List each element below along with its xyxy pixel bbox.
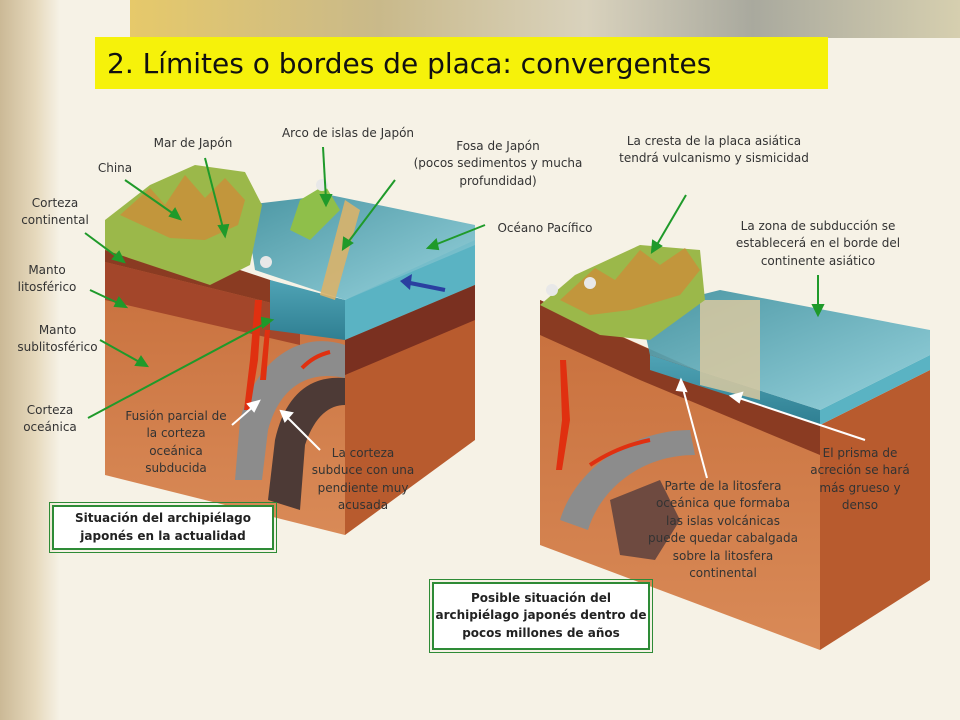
background-left-band xyxy=(0,0,60,720)
caption-actual: Situación del archipiélago japonés en la… xyxy=(49,502,277,553)
pointer-arco-islas xyxy=(322,146,327,201)
pointer-head-parte xyxy=(675,377,688,393)
pointer-head-fusion xyxy=(246,399,261,413)
label-manto-litosferico: Manto litosférico xyxy=(17,263,77,295)
background-top-band xyxy=(130,0,960,38)
label-prisma: El prisma de acreción se hará más grueso… xyxy=(810,446,910,513)
pointer-head-co xyxy=(260,316,275,329)
right-subducting-slab xyxy=(560,430,695,530)
label-china: China xyxy=(97,161,133,175)
pointer-head-mar xyxy=(217,223,230,239)
label-fosa-desc: (pocos sedimentos y mucha profundidad) xyxy=(413,156,583,188)
pointer-oceano xyxy=(431,224,486,247)
right-accretion-prism xyxy=(700,300,760,400)
label-corteza-subduce: La corteza subduce con una pendiente muy… xyxy=(311,446,415,513)
left-lithospheric-mantle xyxy=(105,262,300,345)
pointer-fosa-japon xyxy=(345,179,396,246)
pointer-head-arco xyxy=(319,194,333,208)
white-pointer-arrows xyxy=(231,377,866,479)
pointer-head-subduce xyxy=(279,409,294,423)
label-zona-subduccion: La zona de subducción se establecerá en … xyxy=(735,219,901,268)
right-mantle-front xyxy=(540,300,820,650)
pointer-arrows xyxy=(84,146,825,419)
caption-actual-text: Situación del archipiélago japonés en la… xyxy=(74,511,251,543)
right-subduction-arrow xyxy=(588,438,651,467)
caption-futuro-text: Posible situación del archipiélago japon… xyxy=(435,590,647,640)
pointer-corteza-oceanica xyxy=(87,321,269,419)
label-fusion-parcial: Fusión parcial de la corteza oceánica su… xyxy=(125,409,227,476)
pointer-head-prisma xyxy=(728,391,744,404)
left-volcano-plume-2 xyxy=(260,256,272,268)
pointer-prisma xyxy=(735,396,866,441)
left-plate-motion-arrowhead xyxy=(400,274,412,290)
right-slab-fragments xyxy=(610,480,680,560)
label-mar-japon: Mar de Japón xyxy=(153,136,233,150)
label-cresta: La cresta de la placa asiática tendrá vu… xyxy=(619,134,809,166)
pointer-corteza-subduce xyxy=(284,414,321,451)
left-slab-inner xyxy=(268,377,345,510)
pointer-corteza-continental xyxy=(84,232,121,260)
pointer-head-fosa xyxy=(341,236,354,251)
label-oceano-pacifico: Océano Pacífico xyxy=(497,221,593,235)
slide-title: 2. Límites o bordes de placa: convergent… xyxy=(95,37,828,89)
right-volcano-plume-1 xyxy=(584,277,596,289)
label-arco-islas: Arco de islas de Japón xyxy=(281,126,415,140)
left-oceanic-lithosphere xyxy=(345,285,475,375)
left-block-diagram xyxy=(105,165,475,535)
left-trench xyxy=(320,200,360,300)
pointer-head-ml xyxy=(113,296,129,309)
pointer-china xyxy=(124,179,179,218)
right-magma xyxy=(556,360,570,470)
label-corteza-continental: Corteza continental xyxy=(21,196,89,228)
left-plate-motion-arrow xyxy=(404,280,446,292)
right-mountains xyxy=(560,248,700,315)
pointer-parte-litosfera xyxy=(681,384,708,479)
right-volcano-plume-2 xyxy=(546,284,558,296)
pointer-head-cresta xyxy=(650,239,663,254)
pointer-head-cc xyxy=(111,250,126,264)
caption-futuro: Posible situación del archipiélago japon… xyxy=(429,579,653,653)
pointer-cresta xyxy=(654,194,687,249)
label-corteza-oceanica: Corteza oceánica xyxy=(23,403,77,435)
pointer-manto-sublitosferico xyxy=(99,339,144,365)
label-fosa-japon: Fosa de Japón xyxy=(456,139,540,153)
left-subduction-arrow xyxy=(300,350,331,370)
pointer-head-china xyxy=(168,207,182,221)
right-ocean-right xyxy=(820,355,930,425)
label-parte-litosfera: Parte de la litosfera oceánica que forma… xyxy=(648,479,798,580)
right-mantle-right xyxy=(820,370,930,650)
label-fosa-japon-group: Fosa de Japón (pocos sedimentos y mucha … xyxy=(408,138,588,190)
left-magma-2 xyxy=(260,330,270,380)
pointer-mar-japon xyxy=(204,157,225,233)
right-block-diagram xyxy=(540,245,930,650)
pointer-head-oceano xyxy=(425,238,440,251)
slide-title-text: 2. Límites o bordes de placa: convergent… xyxy=(107,46,712,80)
pointer-head-zona xyxy=(811,304,825,318)
pointer-head-ms xyxy=(134,355,149,368)
label-manto-sublitosferico: Manto sublitosférico xyxy=(17,323,98,355)
